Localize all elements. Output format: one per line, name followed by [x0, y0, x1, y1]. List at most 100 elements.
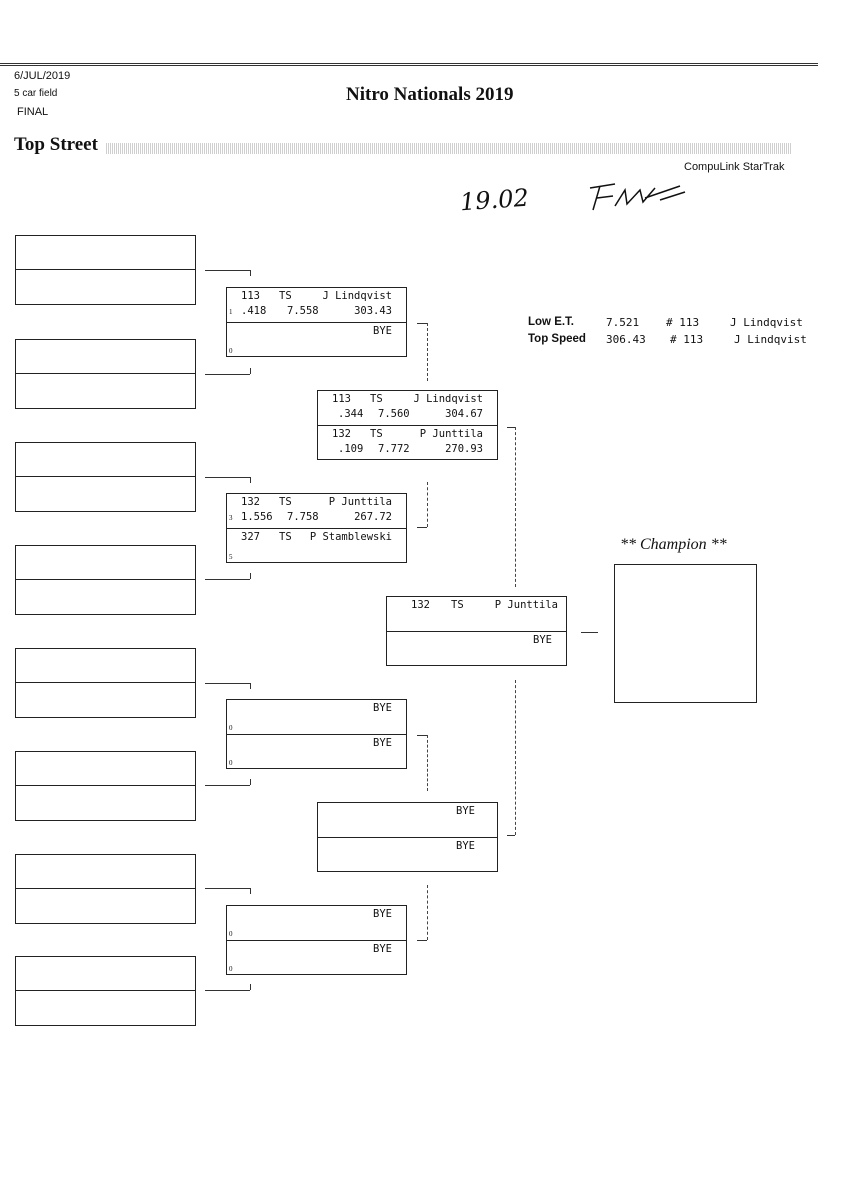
- elapsed-time: 7.758: [287, 511, 319, 523]
- empty-entry-box: [15, 854, 196, 924]
- empty-entry-box: [15, 956, 196, 1026]
- round2-match-2: BYE BYE: [317, 802, 498, 872]
- seed: 0: [229, 347, 233, 355]
- connector: [250, 984, 251, 990]
- lane-a: BYE 0: [227, 700, 406, 734]
- page-title: Nitro Nationals 2019: [346, 84, 514, 105]
- class: TS: [370, 393, 383, 405]
- empty-entry-box: [15, 648, 196, 718]
- connector: [427, 735, 428, 791]
- round-status: FINAL: [17, 106, 49, 118]
- reaction-time: .418: [241, 305, 267, 317]
- low-et-value: 7.521: [606, 316, 640, 329]
- event-date: 6/JUL/2019: [14, 70, 71, 82]
- driver: P Junttila: [494, 599, 558, 611]
- class-title: Top Street: [14, 134, 98, 155]
- seed: 0: [229, 965, 233, 973]
- champion-box: [614, 564, 757, 703]
- connector: [427, 885, 428, 940]
- driver: BYE: [456, 805, 475, 817]
- class: TS: [451, 599, 464, 611]
- shaded-bar: [106, 143, 791, 154]
- seed: 5: [229, 553, 233, 561]
- reaction-time: .344: [338, 408, 364, 420]
- reaction-time: 1.556: [241, 511, 273, 523]
- driver: P Junttila: [328, 496, 392, 508]
- connector: [205, 374, 250, 375]
- elapsed-time: 7.560: [378, 408, 410, 420]
- connector: [417, 940, 427, 941]
- lane-b: BYE 0: [227, 940, 406, 975]
- car-number: 132: [332, 428, 351, 440]
- driver: P Stamblewski: [309, 531, 392, 543]
- seed: 3: [229, 514, 233, 522]
- class: TS: [370, 428, 383, 440]
- low-et-car: # 113: [666, 316, 700, 329]
- class: TS: [279, 496, 292, 508]
- software-name: CompuLink StarTrak: [684, 161, 785, 173]
- low-et-label: Low E.T.: [528, 316, 574, 328]
- low-et-driver: J Lindqvist: [730, 316, 803, 329]
- driver: BYE: [373, 702, 392, 714]
- speed: 304.67: [445, 408, 483, 420]
- elapsed-time: 7.558: [287, 305, 319, 317]
- car-number: 327: [241, 531, 260, 543]
- connector: [250, 683, 251, 689]
- connector: [250, 368, 251, 374]
- lane-b: BYE: [387, 631, 566, 666]
- connector: [250, 779, 251, 785]
- connector: [427, 323, 428, 381]
- connector: [507, 835, 515, 836]
- car-number: 113: [241, 290, 260, 302]
- connector: [417, 735, 427, 736]
- seed: 0: [229, 724, 233, 732]
- connector: [515, 427, 516, 587]
- connector: [250, 477, 251, 483]
- connector: [515, 680, 516, 835]
- top-speed-label: Top Speed: [528, 333, 586, 345]
- field-size: 5 car field: [14, 88, 58, 99]
- connector: [205, 579, 250, 580]
- connector: [205, 683, 250, 684]
- car-number: 132: [241, 496, 260, 508]
- round1-match-4: BYE 0 BYE 0: [226, 905, 407, 975]
- driver: BYE: [373, 943, 392, 955]
- driver: J Lindqvist: [322, 290, 392, 302]
- connector: [581, 632, 598, 633]
- final-match: 132 TS P Junttila BYE: [386, 596, 567, 666]
- connector: [427, 482, 428, 527]
- connector: [205, 785, 250, 786]
- seed: 1: [229, 308, 233, 316]
- top-speed-value: 306.43: [606, 333, 646, 346]
- speed: 270.93: [445, 443, 483, 455]
- connector: [417, 323, 427, 324]
- driver: BYE: [373, 325, 392, 337]
- empty-entry-box: [15, 545, 196, 615]
- speed: 303.43: [354, 305, 392, 317]
- handwritten-note: 19.02: [459, 183, 530, 217]
- connector: [417, 527, 427, 528]
- connector: [205, 477, 250, 478]
- connector: [205, 270, 250, 271]
- champion-label: ** Champion **: [620, 536, 727, 553]
- lane-a: 132 TS P Junttila: [387, 597, 566, 631]
- top-rule: [0, 63, 818, 66]
- driver: BYE: [373, 908, 392, 920]
- empty-entry-box: [15, 235, 196, 305]
- car-number: 132: [411, 599, 430, 611]
- empty-entry-box: [15, 339, 196, 409]
- elapsed-time: 7.772: [378, 443, 410, 455]
- lane-a: BYE: [318, 803, 497, 837]
- empty-entry-box: [15, 442, 196, 512]
- seed: 0: [229, 930, 233, 938]
- driver: P Junttila: [419, 428, 483, 440]
